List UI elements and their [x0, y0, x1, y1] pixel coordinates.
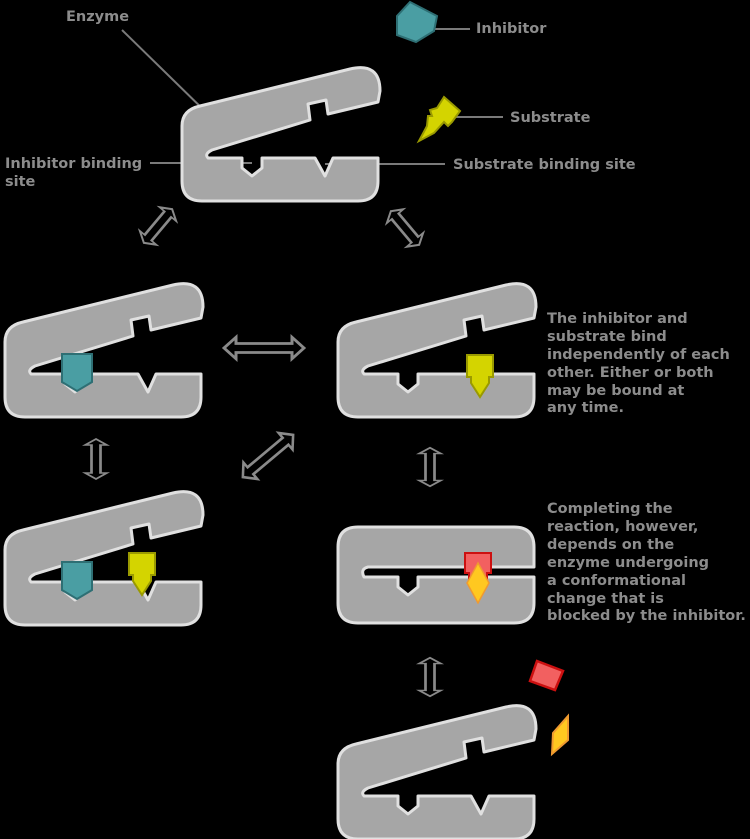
- note1-line: any time.: [547, 400, 624, 416]
- released-product-red: [528, 659, 565, 692]
- arrow-substrate-to-closed: [417, 446, 443, 488]
- inhibitor-binding-site-label-line1: Inhibitor binding: [5, 156, 142, 172]
- note1-line: substrate bind: [547, 329, 667, 345]
- arrow-substrate-to-ternary: [234, 425, 302, 487]
- enzyme-substrate-complex: [336, 282, 538, 419]
- note2-line: blocked by the inhibitor.: [547, 608, 746, 624]
- reacting-product-orange: [466, 561, 490, 605]
- inhibitor-binding-site-label-line2: site: [5, 174, 36, 190]
- released-product-orange: [550, 713, 569, 757]
- substrate-binding-site-label: Substrate binding site: [453, 157, 636, 173]
- note2-line: a conformational: [547, 573, 686, 589]
- inhibitor-legend-icon: [396, 0, 439, 44]
- enzyme-free: [180, 66, 382, 203]
- note1-line: The inhibitor and: [547, 311, 688, 327]
- enzyme-inhibitor-substrate-complex: [3, 490, 205, 627]
- arrow-free-to-inhibitor: [134, 201, 182, 251]
- conformational-change-note: Completing the reaction, however, depend…: [547, 501, 746, 624]
- substrate-label: Substrate: [510, 110, 591, 126]
- inhibitor-label: Inhibitor: [476, 21, 547, 37]
- note1-line: may be bound at: [547, 383, 684, 399]
- note1-line: other. Either or both: [547, 365, 714, 381]
- enzyme-products-released: [336, 704, 538, 839]
- substrate-legend-icon: [416, 95, 462, 144]
- bound-inhibitor: [61, 561, 93, 600]
- independent-binding-note: The inhibitor and substrate bind indepen…: [547, 311, 730, 416]
- enzyme-closed-reacting: [336, 525, 536, 625]
- note2-line: depends on the: [547, 537, 674, 553]
- bound-inhibitor: [61, 353, 93, 392]
- arrow-inhibitor-to-substrate: [222, 335, 306, 361]
- enzyme-label: Enzyme: [66, 9, 129, 25]
- note2-line: Completing the: [547, 501, 673, 517]
- note2-line: reaction, however,: [547, 519, 698, 535]
- arrow-closed-to-released: [417, 656, 443, 698]
- arrow-inhibitor-to-ternary: [83, 437, 109, 481]
- enzyme-leader-line: [121, 29, 213, 119]
- note2-line: enzyme undergoing: [547, 555, 709, 571]
- note2-line: change that is: [547, 591, 664, 607]
- note1-line: independently of each: [547, 347, 730, 363]
- enzyme-inhibitor-complex: [3, 282, 205, 419]
- arrow-free-to-substrate: [381, 203, 429, 253]
